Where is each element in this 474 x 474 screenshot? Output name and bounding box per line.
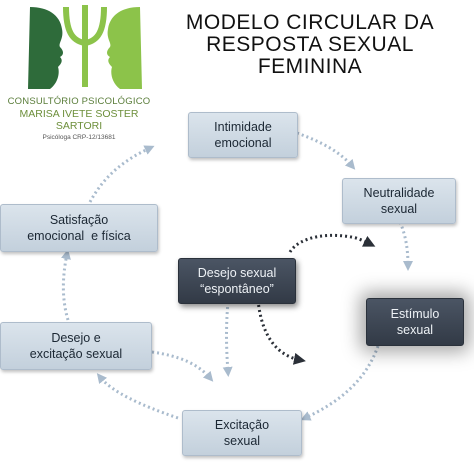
node-estimulo-line-2: sexual: [396, 323, 434, 337]
clinic-name: CONSULTÓRIO PSICOLÓGICO MARISA IVETE SOS…: [4, 96, 154, 141]
node-excitacao-line-1: Excitação: [214, 418, 270, 432]
node-excitacao-line-2: sexual: [223, 434, 261, 448]
node-intimidade-line-2: emocional: [214, 136, 272, 150]
node-estimulo-sexual: Estímulo sexual: [366, 298, 464, 346]
clinic-line-3: Psicóloga CRP-12/13681: [42, 134, 116, 141]
clinic-line-2: MARISA IVETE SOSTER SARTORI: [19, 108, 139, 132]
node-intimidade-emocional: Intimidade emocional: [188, 112, 298, 158]
node-neutralidade-line-1: Neutralidade: [363, 186, 435, 200]
arrow-intimidade-to-neutralidade: [296, 131, 356, 170]
node-neutralidade-line-2: sexual: [380, 202, 418, 216]
title-line-3: FEMININA: [257, 55, 363, 78]
node-excitacao-sexual: Excitação sexual: [182, 410, 302, 456]
node-desejo-espontaneo-line-1: Desejo sexual: [197, 266, 277, 280]
node-neutralidade-sexual: Neutralidade sexual: [342, 178, 456, 224]
node-estimulo-line-1: Estímulo: [390, 307, 440, 321]
node-satisfacao-line-2: emocional e física: [27, 229, 131, 243]
node-desejo-e-excitacao: Desejo e excitação sexual: [0, 322, 152, 370]
psychology-logo: [28, 5, 142, 89]
node-desejo-excitacao-line-1: Desejo e: [51, 331, 101, 345]
node-satisfacao: Satisfação emocional e física: [0, 204, 158, 252]
arrow-excitacao-to-desejo: [96, 373, 179, 420]
page-title: MODELO CIRCULAR DA RESPOSTA SEXUAL FEMIN…: [150, 12, 470, 78]
arrow-satisfacao-to-intimidade: [88, 145, 155, 203]
node-desejo-espontaneo: Desejo sexual “espontâneo”: [178, 258, 296, 304]
arrow-estimulo-to-excitacao: [300, 345, 380, 421]
node-desejo-espontaneo-line-2: “espontâneo”: [200, 282, 274, 296]
node-intimidade-line-1: Intimidade: [214, 120, 272, 134]
node-desejo-excitacao-line-2: excitação sexual: [29, 347, 123, 361]
arrow-desejo-espontaneo-to-excitacao: [222, 301, 233, 377]
arrow-desejo-to-satisfacao: [61, 249, 71, 321]
arrow-neutralidade-to-estimulo: [398, 221, 413, 271]
arrow-desejo-espontaneo-to-estimulo: [256, 299, 306, 365]
arrow-desejo-to-excitacao: [151, 350, 214, 382]
title-line-2: RESPOSTA SEXUAL: [206, 33, 414, 56]
title-line-1: MODELO CIRCULAR DA: [185, 11, 435, 34]
clinic-line-1: CONSULTÓRIO PSICOLÓGICO: [7, 96, 151, 107]
arrow-desejo-espontaneo-from-neutralidade: [288, 233, 376, 253]
node-satisfacao-line-1: Satisfação: [49, 213, 109, 227]
